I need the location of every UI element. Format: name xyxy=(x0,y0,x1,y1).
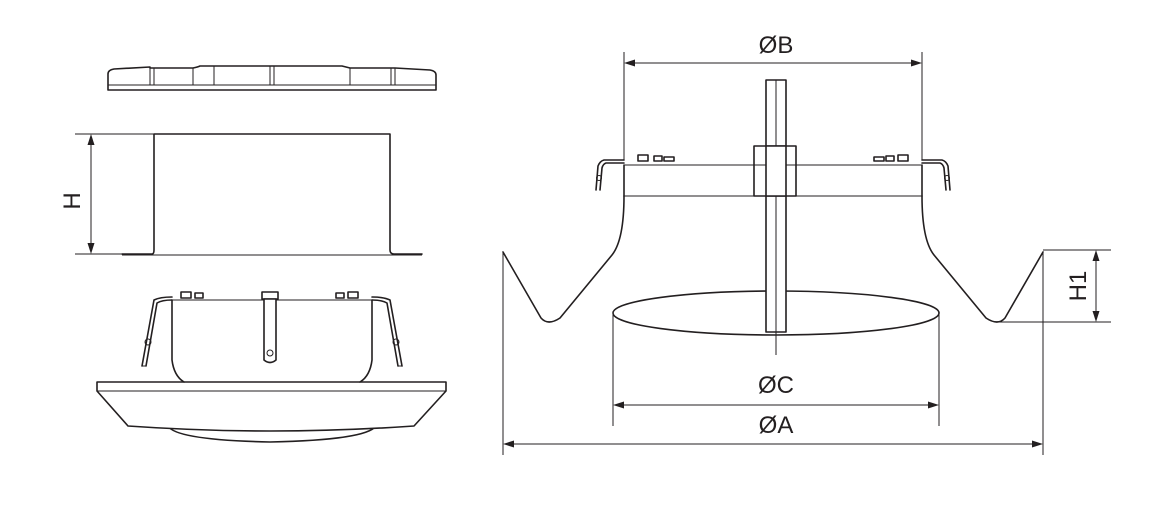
dim-h1-label: H1 xyxy=(1065,271,1092,302)
dimension-b: ØB xyxy=(623,32,923,160)
dimension-c: ØC xyxy=(612,313,940,426)
diffuser-section-view xyxy=(502,79,1044,355)
sleeve-view xyxy=(121,133,423,256)
dimension-h: H xyxy=(59,133,154,255)
dim-h-label: H xyxy=(59,192,86,209)
dim-b-label: ØB xyxy=(759,32,794,59)
dim-c-label: ØC xyxy=(758,372,794,399)
diffuser-front-view xyxy=(96,291,447,443)
cover-plate-view xyxy=(107,65,437,91)
dimension-h1: H1 xyxy=(998,249,1111,323)
dimension-a: ØA xyxy=(502,252,1044,455)
dim-a-label: ØA xyxy=(759,412,794,439)
